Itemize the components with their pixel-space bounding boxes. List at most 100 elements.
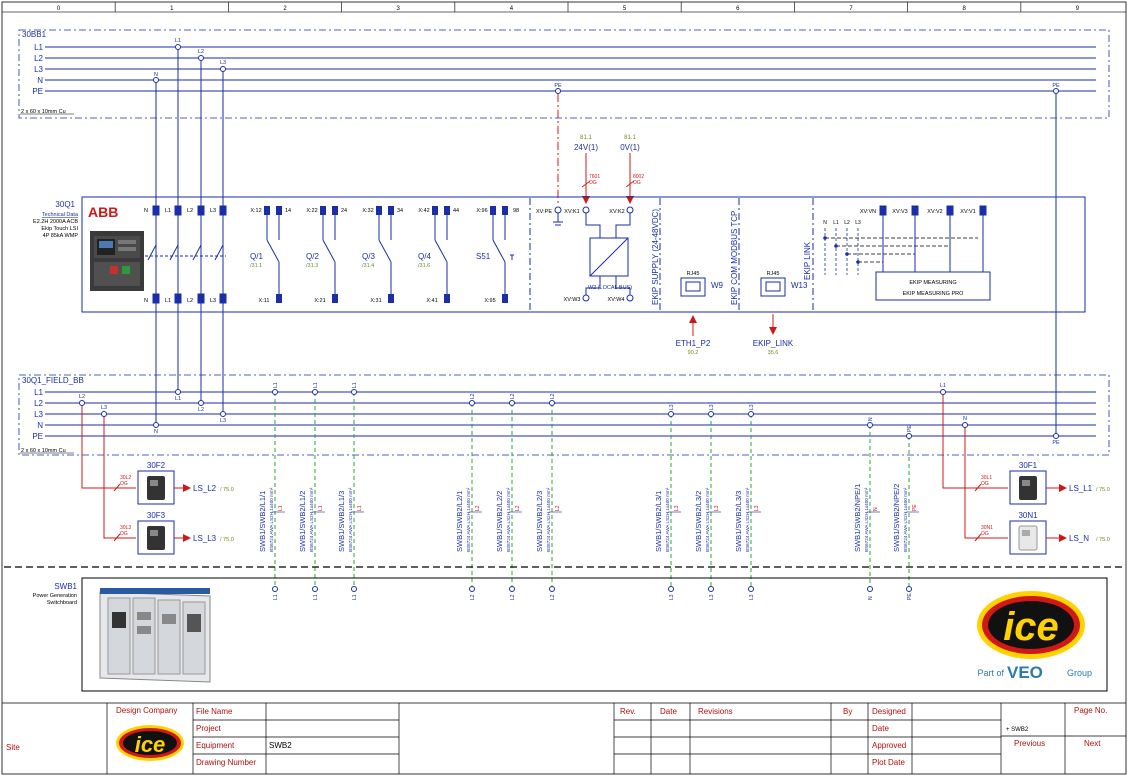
svg-text:LS_N: LS_N [1069,534,1089,543]
svg-text:/ 75.0: / 75.0 [1096,487,1110,493]
svg-text:XV:K2: XV:K2 [609,209,624,215]
svg-text:Q/1: Q/1 [250,252,263,261]
feeder-core-label: L2 [475,505,481,511]
svg-text:L1: L1 [165,208,171,214]
svg-text:Design Company: Design Company [116,706,177,715]
equipment-value: SWB2 [269,741,292,750]
svg-text:81.1: 81.1 [580,135,592,141]
svg-text:EKIP LINK: EKIP LINK [803,241,812,280]
feeder-terminal [708,586,714,592]
busbar-drop-label: N [963,416,967,422]
svg-text:Approved: Approved [872,741,906,750]
ruler-label: 3 [397,6,401,12]
svg-text:ETH1_P2: ETH1_P2 [676,339,711,348]
feeder-phase-top: L1 [352,382,358,388]
svg-text:X:42: X:42 [418,208,429,214]
svg-text:EKIP MEASURING PRO: EKIP MEASURING PRO [903,291,964,297]
feeder-phase-top: L3 [669,404,675,410]
svg-text:L2: L2 [187,208,193,214]
feeder-name: SWB1/SWB2/NPE/2 [892,484,901,552]
field-busbar-line-label: L1 [34,388,43,397]
feeder-cable-spec: BS6724 AWA LS2H 1x400 mm² [546,487,551,552]
feeder-core-label: L3 [674,505,680,511]
svg-text:/ 75.0: / 75.0 [220,537,234,543]
ruler-label: 0 [57,6,61,12]
busbar-drop-label: L3 [220,60,226,66]
feeder-core-label: L1 [278,505,284,511]
field-busbar-size: 2 x 60 x 10mm Cu [21,448,66,454]
feeder-cable-spec: BS6724 AWA LS2H 1x400 mm² [705,487,710,552]
svg-text:EKIP MEASURING: EKIP MEASURING [909,280,956,286]
svg-text:XV:VN: XV:VN [860,209,876,215]
ruler-label: 1 [170,6,174,12]
svg-text:XV:W3: XV:W3 [564,297,581,303]
busbar-drop-label: N [154,429,158,435]
svg-text:X:41: X:41 [426,298,437,304]
svg-text:Date: Date [872,724,889,733]
svg-text:L2: L2 [844,220,850,226]
feeder-tap [708,411,714,417]
feeder-name: SWB1/SWB2/L1/1 [258,491,267,552]
busbar-drop-label: L1 [940,383,946,389]
busbar-drop-label: L3 [101,405,107,411]
svg-text:30F3: 30F3 [147,511,166,520]
power-conductors [155,47,1057,436]
feeder-tap [906,433,912,439]
feeder-phase-top: L2 [510,393,516,399]
panel-tag: SWB1 [54,582,77,591]
ekip-com-section: RJ45 W9 EKIP COM MODBUS TCP RJ45 W13 EKI… [680,211,812,305]
svg-text:Group: Group [1067,668,1092,678]
feeder-tap [509,400,515,406]
feeder-name: SWB1/SWB2/L1/3 [337,491,346,552]
breaker-tag: 30Q1 [55,200,75,209]
svg-text:EKIP COM MODBUS TCP: EKIP COM MODBUS TCP [730,211,739,305]
feeder-terminal [272,586,278,592]
feeder-cable-spec: BS6724 AWA LS2H 1x400 mm² [466,487,471,552]
svg-text:Designed: Designed [872,707,906,716]
top-busbar-line-label: L1 [34,43,43,52]
feeder-terminal [312,586,318,592]
svg-text:30L1: 30L1 [981,475,992,481]
technical-data-link[interactable]: Technical Data [42,212,79,218]
feeder-phase-bottom: PE [907,593,913,600]
svg-text:XV:K1: XV:K1 [564,209,579,215]
busbar-drop-label: L1 [175,396,181,402]
svg-text:OG: OG [981,531,989,537]
svg-text:Equipment: Equipment [196,741,235,750]
feeder-tap [272,389,278,395]
ruler-label: 4 [510,6,514,12]
fuse-30F2: 30L2 OG 30F2 LS_L2 / 75.0 [79,400,234,505]
top-busbar-line-label: N [37,76,43,85]
feeder-terminal [549,586,555,592]
feeder-terminal [351,586,357,592]
svg-text:4P 85kA WMP: 4P 85kA WMP [43,233,79,239]
previous-link[interactable]: Previous [1014,739,1045,748]
svg-text:Revisions: Revisions [698,707,733,716]
feeder-name: SWB1/SWB2/L2/3 [535,491,544,552]
abb-logo: ABB [88,204,118,220]
feeder-phase-bottom: L1 [313,594,319,600]
feeder-phase-bottom: N [868,596,874,600]
svg-text:34: 34 [397,208,403,214]
feeder-core-label: L2 [555,505,561,511]
svg-text:XV:V1: XV:V1 [960,209,975,215]
svg-text:35.6: 35.6 [768,350,779,356]
feeder-tap [351,389,357,395]
feeder-terminal [509,586,515,592]
supply-0v: 81.1 0V(1) 8002 OG [620,135,644,204]
feeder-tap [549,400,555,406]
breaker-30Q1: 30Q1 Technical Data E2.2H 2000A ACB Ekip… [33,196,1086,313]
feeder-tap [668,411,674,417]
svg-text:XV:PE: XV:PE [536,209,552,215]
svg-text:W2 (LOCAL BUS): W2 (LOCAL BUS) [588,285,632,291]
busbar-drop-label: PE [554,83,562,89]
aux-contact-q1: X:12 14 X:11 Q/1 /31.1 [250,206,291,304]
svg-text:24: 24 [341,208,347,214]
svg-text:Ekip Touch LSI: Ekip Touch LSI [41,226,78,232]
ice-logo: ice Part of VEO Group [977,591,1092,682]
svg-text:XV:V2: XV:V2 [927,209,942,215]
feeder-name: SWB1/SWB2/L3/3 [734,491,743,552]
svg-text:W9: W9 [711,281,724,290]
next-link[interactable]: Next [1084,739,1101,748]
